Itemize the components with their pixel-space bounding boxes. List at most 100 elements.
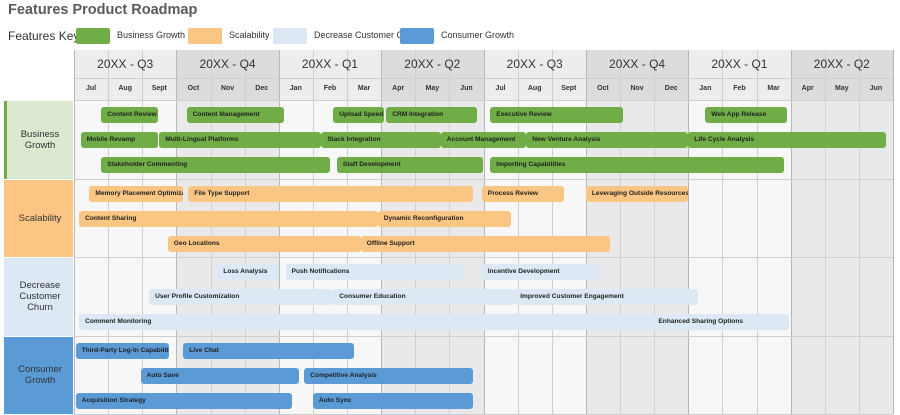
month-header: Dec — [255, 85, 269, 92]
quarter-header: 20XX - Q3 — [97, 57, 154, 71]
month-column-bg — [756, 50, 792, 414]
roadmap-bar-content-sharing[interactable]: Content Sharing — [79, 210, 378, 227]
roadmap-bar-improved-customer-engagement[interactable]: Improved Customer Engagement — [514, 289, 699, 305]
month-column-bg — [449, 50, 485, 414]
month-header: Jan — [699, 85, 712, 92]
key-swatch-consumer-growth — [400, 28, 434, 44]
month-column-bg — [620, 50, 655, 414]
roadmap-bar-dynamic-reconfiguration[interactable]: Dynamic Reconfiguration — [377, 210, 511, 227]
month-header: Mar — [767, 85, 780, 92]
grid-line-vertical — [654, 50, 656, 414]
month-column-bg — [381, 50, 417, 414]
roadmap-bar-auto-save[interactable]: Auto Save — [140, 367, 300, 384]
quarter-header: 20XX - Q1 — [711, 57, 768, 71]
roadmap-bar-stakeholder-commenting[interactable]: Stakeholder Commenting — [101, 157, 330, 173]
month-header: Jul — [495, 85, 506, 92]
grid-line-vertical — [688, 50, 690, 414]
grid-line-vertical — [790, 50, 792, 414]
quarter-header: 20XX - Q4 — [609, 57, 666, 71]
month-header: Jun — [869, 85, 883, 92]
category-scalability: Scalability — [4, 179, 73, 257]
grid-line-vertical — [244, 50, 246, 414]
month-header: Oct — [187, 85, 200, 92]
month-column-bg — [415, 50, 451, 414]
key-text-consumer-growth: Consumer Growth — [441, 30, 515, 40]
grid-line-vertical — [142, 50, 144, 414]
grid-line-vertical — [551, 50, 553, 414]
month-header: Mar — [357, 85, 371, 92]
roadmap-bar-crm-integration[interactable]: CRM Integration — [386, 107, 477, 123]
roadmap-bar-new-venture-analysis[interactable]: New Venture Analysis — [526, 132, 689, 148]
grid-line-horizontal — [74, 78, 893, 79]
month-column-bg — [278, 50, 314, 414]
grid-line-vertical — [347, 50, 348, 414]
month-header: Dec — [664, 85, 678, 92]
page-title: Features Product Roadmap — [8, 2, 198, 18]
roadmap-bar-importing-capabilities[interactable]: Importing Capabilities — [490, 157, 784, 173]
roadmap-bar-competitive-analysis[interactable]: Competitive Analysis — [304, 367, 474, 384]
roadmap-bar-geo-locations[interactable]: Geo Locations — [167, 235, 361, 252]
month-column-bg — [654, 50, 690, 414]
month-column-bg — [824, 50, 860, 414]
grid-line-vertical — [415, 50, 417, 414]
roadmap-bar-third-party-log-in-capabilities[interactable]: Third-Party Log-In Capabilities — [75, 342, 170, 359]
key-text-business-growth: Business Growth — [117, 30, 186, 40]
month-header: Aug — [527, 85, 542, 92]
roadmap-bar-account-management[interactable]: Account Management — [440, 132, 527, 148]
roadmap-bar-life-cycle-analysis[interactable]: Life Cycle Analysis — [688, 132, 887, 148]
roadmap-bar-acquisition-strategy[interactable]: Acquisition Strategy — [75, 392, 293, 409]
grid-line-horizontal — [74, 257, 893, 258]
roadmap-bar-slack-integration[interactable]: Slack Integration — [321, 132, 441, 148]
key-text-scalability: Scalability — [229, 30, 270, 40]
roadmap-bar-comment-monitoring[interactable]: Comment Monitoring — [79, 314, 653, 330]
roadmap-bar-enhanced-sharing-options[interactable]: Enhanced Sharing Options — [652, 314, 789, 330]
roadmap-bar-leveraging-outside-resources[interactable]: Leveraging Outside Resources — [585, 185, 689, 202]
roadmap-bar-upload-speed[interactable]: Upload Speed — [333, 107, 385, 123]
grid-line-vertical — [517, 50, 519, 414]
roadmap-bar-auto-sync[interactable]: Auto Sync — [312, 392, 474, 409]
month-column-bg — [585, 50, 621, 414]
month-column-bg — [858, 50, 894, 414]
quarter-header: 20XX - Q1 — [301, 57, 358, 71]
grid-line-vertical — [893, 50, 894, 414]
month-header: Jan — [289, 85, 302, 92]
roadmap-bar-web-app-release[interactable]: Web App Release — [705, 107, 788, 123]
quarter-header: 20XX - Q2 — [404, 57, 461, 71]
month-header: Feb — [323, 85, 337, 92]
grid-line-vertical — [756, 50, 758, 414]
roadmap-bar-user-profile-customization[interactable]: User Profile Customization — [149, 289, 334, 305]
month-column-bg — [142, 50, 178, 414]
key-swatch-decrease-customer-churn — [273, 28, 307, 44]
roadmap-bar-multi-lingual-platforms[interactable]: Multi-Lingual Platforms — [159, 132, 322, 148]
roadmap-bar-memory-placement-optimization[interactable]: Memory Placement Optimization — [89, 185, 184, 202]
category-decrease-customer-churn: Decrease Customer Churn — [4, 258, 73, 336]
quarter-header: 20XX - Q2 — [813, 57, 870, 71]
grid-line-vertical — [449, 50, 451, 414]
roadmap-bar-file-type-support[interactable]: File Type Support — [188, 185, 474, 202]
grid-line-horizontal — [74, 335, 893, 337]
month-header: Jun — [460, 85, 473, 92]
grid-line-horizontal — [74, 178, 893, 180]
roadmap-bar-process-review[interactable]: Process Review — [481, 185, 564, 202]
month-header: Apr — [801, 85, 814, 92]
roadmap-bar-loss-analysis[interactable]: Loss Analysis — [217, 264, 279, 280]
roadmap-bar-staff-development[interactable]: Staff Development — [336, 157, 484, 173]
month-header: Feb — [733, 85, 746, 92]
grid-line-vertical — [585, 50, 587, 414]
roadmap-bar-push-notifications[interactable]: Push Notifications — [285, 264, 464, 280]
month-header: Oct — [597, 85, 609, 92]
roadmap-bar-content-management[interactable]: Content Management — [186, 107, 284, 123]
grid-line-vertical — [483, 50, 485, 414]
roadmap-bar-offline-support[interactable]: Offline Support — [360, 235, 610, 252]
grid-line-vertical — [722, 50, 724, 414]
roadmap-bar-consumer-education[interactable]: Consumer Education — [333, 289, 515, 305]
roadmap-bar-content-review[interactable]: Content Review — [101, 107, 158, 123]
month-header: Sept — [561, 85, 577, 92]
month-header: May — [425, 85, 440, 92]
quarter-header: 20XX - Q4 — [199, 57, 256, 71]
roadmap-bar-incentive-development[interactable]: Incentive Development — [481, 264, 600, 280]
roadmap-bar-executive-review[interactable]: Executive Review — [490, 107, 624, 123]
grid-line-horizontal — [74, 100, 893, 101]
roadmap-bar-live-chat[interactable]: Live Chat — [183, 342, 354, 359]
roadmap-bar-mobile-revamp[interactable]: Mobile Revamp — [80, 132, 158, 148]
